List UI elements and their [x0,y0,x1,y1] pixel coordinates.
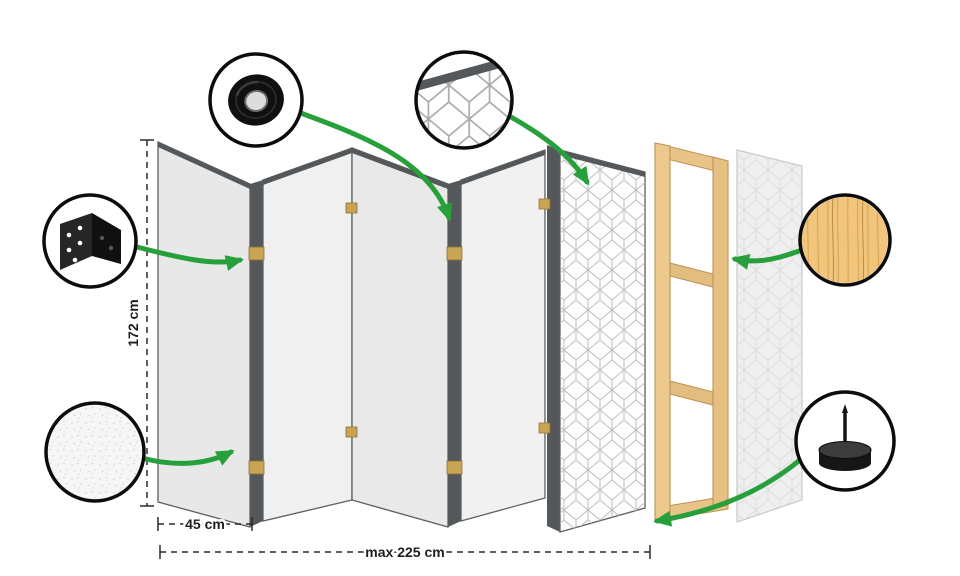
frame-right-rail [712,156,729,510]
hinge-piece [446,246,463,261]
dimension-total-width [159,545,651,559]
arrow-foot-to-base [653,456,804,527]
hinge-piece [345,202,358,214]
arrow-wood-to-frame [731,248,802,270]
panel-2-top-edge [263,148,352,185]
callout-fleece [44,401,146,503]
callout-hinge [42,193,138,289]
total-width-label: max 225 cm [365,544,444,560]
fleece-texture-icon [44,401,146,503]
stabilizing-foot-icon [818,404,872,471]
wooden-frame [654,142,729,522]
printed-pattern-icon [417,53,511,147]
callout-arrows [134,109,804,527]
pine-wood-texture-icon [802,197,888,283]
folding-screen-panels [157,140,546,528]
hinge-piece [248,246,265,261]
brass-hinges [248,198,551,475]
dimension-height [140,139,154,507]
frame-left-rail [654,142,671,522]
arrow-fleece-to-panel [139,449,235,466]
panel-width-label: 45 cm [185,516,225,532]
hinge-piece [538,198,551,210]
panel-1-top-edge [158,142,250,189]
hinge-piece [248,460,265,475]
arrow-pattern-to-panel [508,114,590,186]
metal-hinge-icon [60,213,121,270]
arrow-tape-to-hinge [295,109,453,222]
panel-2 [262,147,353,522]
pattern-panel-top-edge [560,150,645,177]
panel-3 [351,147,449,528]
height-label: 172 cm [125,299,141,346]
dimension-panel-width [157,517,253,531]
hinge-piece [538,422,551,434]
pattern-panel-edge [547,145,560,532]
callout-pattern [414,50,514,150]
hinge-piece [345,426,358,438]
hinge-piece [446,460,463,475]
panel-1 [157,140,251,528]
frame-middle-rung [669,262,714,288]
arrow-hinge-to-fold [134,244,244,271]
callout-foot [794,390,896,492]
frame-lower-rung [669,380,714,406]
adhesive-tape-icon [228,74,284,126]
callout-tape [208,52,304,148]
fold-edge-1 [250,180,263,527]
callout-wood [798,193,892,287]
backing-fleece-panel [736,149,803,523]
panel-4 [460,149,546,522]
printed-pattern-panel [547,145,646,533]
panel-4-top-edge [461,150,545,185]
fold-edge-2 [448,180,461,527]
